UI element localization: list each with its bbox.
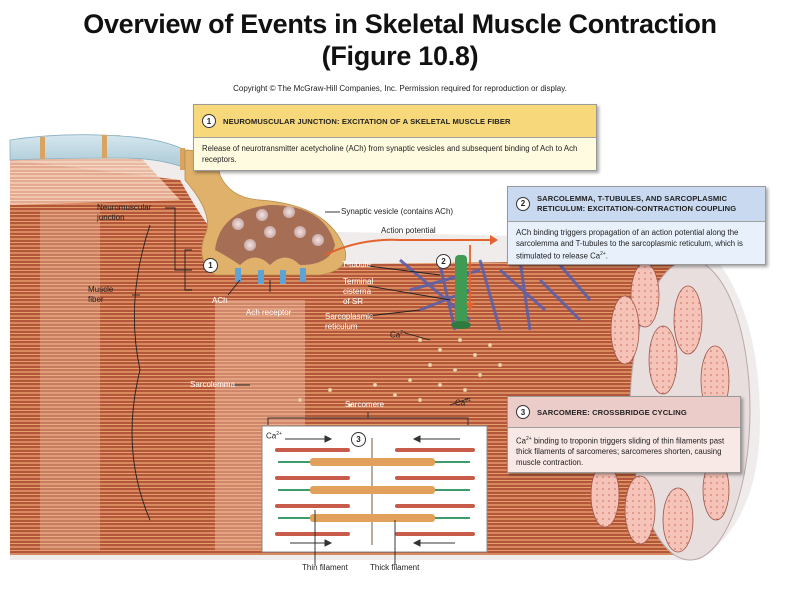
step-2-heading-line: RETICULUM: EXCITATION-CONTRACTION COUPLI…: [537, 204, 737, 213]
myofibril-end: [673, 285, 703, 355]
myofibril-end: [662, 487, 694, 553]
label-action-potential: Action potential: [381, 226, 436, 235]
step-1-number: 1: [202, 114, 216, 128]
t-tubule-network: [399, 258, 592, 331]
myofibril-end: [624, 475, 656, 545]
label-neuromuscular-junction: Neuromuscular junction: [97, 203, 151, 223]
step-3-header: 3 SARCOMERE: CROSSBRIDGE CYCLING: [508, 397, 740, 428]
step-1-callout: 1 NEUROMUSCULAR JUNCTION: EXCITATION OF …: [193, 104, 597, 171]
axon-terminal: [184, 149, 347, 276]
label-text: Ca: [455, 398, 466, 408]
step-marker-3: 3: [351, 432, 366, 447]
thick-filaments: [310, 458, 435, 522]
copyright-notice: Copyright © The McGraw-Hill Companies, I…: [233, 84, 567, 93]
label-text: reticulum: [325, 322, 358, 331]
terminal-cisterna: [455, 255, 467, 325]
calcium-ions: [297, 337, 503, 408]
superscript: 2+: [525, 436, 532, 442]
action-potential-arrowhead: [490, 235, 498, 245]
label-text: of SR: [343, 297, 364, 306]
superscript: 2+: [276, 431, 282, 437]
step-1-body: Release of neurotransmitter acetycholine…: [194, 138, 596, 170]
myofibril-end: [648, 325, 678, 395]
superscript: 2+: [600, 251, 606, 257]
body-text: .: [605, 251, 608, 261]
step-2-body: ACh binding triggers propagation of an a…: [508, 222, 765, 264]
label-t-tubule: T-tubule: [342, 260, 371, 269]
label-synaptic-vesicle: Synaptic vesicle (contains ACh): [341, 207, 454, 216]
step-1-heading: NEUROMUSCULAR JUNCTION: EXCITATION OF A …: [223, 116, 511, 126]
step-3-heading: SARCOMERE: CROSSBRIDGE CYCLING: [537, 407, 687, 417]
titin-filaments: [278, 461, 470, 519]
body-text: ACh binding triggers propagation of an a…: [516, 228, 743, 261]
label-text: Terminal: [343, 277, 374, 286]
step-1-header: 1 NEUROMUSCULAR JUNCTION: EXCITATION OF …: [194, 105, 596, 138]
leader-lines: [131, 207, 471, 565]
label-text: Ca: [266, 431, 277, 441]
label-calcium-release: Ca2+: [390, 328, 406, 341]
label-text: junction: [97, 213, 125, 222]
figure-number: (Figure 10.8): [321, 41, 479, 71]
sarcomere-bracket: [267, 412, 469, 425]
page-title: Overview of Events in Skeletal Muscle Co…: [83, 9, 717, 39]
label-terminal-cisterna: Terminal cisterna of SR: [343, 277, 373, 307]
label-ach: ACh: [212, 296, 228, 305]
label-muscle-fiber: Muscle fiber: [88, 285, 113, 305]
t-tubule-opening: [451, 321, 471, 329]
label-text: Muscle: [88, 285, 114, 294]
label-text: Sarcoplasmic: [325, 312, 374, 321]
label-text: fiber: [88, 295, 104, 304]
label-sarcolemma: Sarcolemma: [190, 380, 235, 389]
step-3-number: 3: [516, 405, 530, 419]
step-2-header: 2 SARCOLEMMA, T-TUBULES, AND SARCOPLASMI…: [508, 187, 765, 222]
sarcomere-inset: [261, 425, 488, 553]
step-3-callout: 3 SARCOMERE: CROSSBRIDGE CYCLING Ca2+ bi…: [507, 396, 741, 473]
label-ach-receptor: Ach receptor: [246, 308, 292, 317]
label-text: Neuromuscular: [97, 203, 152, 212]
label-thick-filament: Thick filament: [370, 563, 420, 572]
label-calcium-inset: Ca2+: [266, 429, 282, 442]
superscript: 2+: [465, 398, 471, 404]
label-sarcomere: Sarcomere: [345, 400, 385, 409]
myofibril-end: [610, 295, 640, 365]
thin-filaments: [275, 448, 475, 536]
step-marker-2: 2: [436, 254, 451, 269]
step-2-heading-line: SARCOLEMMA, T-TUBULES, AND SARCOPLASMIC: [537, 194, 728, 203]
sliding-arrows: [285, 435, 460, 547]
body-text: Ca: [516, 436, 526, 446]
body-text: binding to troponin triggers sliding of …: [516, 436, 725, 467]
step-2-callout: 2 SARCOLEMMA, T-TUBULES, AND SARCOPLASMI…: [507, 186, 766, 265]
label-text: Ca: [390, 330, 401, 340]
step-2-heading: SARCOLEMMA, T-TUBULES, AND SARCOPLASMIC …: [537, 194, 736, 214]
label-thin-filament: Thin filament: [302, 563, 348, 572]
label-text: cisterna: [343, 287, 372, 296]
light-band-2: [40, 210, 100, 550]
step-marker-1: 1: [203, 258, 218, 273]
step-3-body: Ca2+ binding to troponin triggers slidin…: [508, 428, 740, 472]
label-sarcoplasmic-reticulum: Sarcoplasmic reticulum: [325, 312, 373, 332]
label-calcium-sarcomere: Ca2+: [455, 396, 471, 409]
ach-receptors: [235, 268, 306, 284]
step-2-number: 2: [516, 197, 530, 211]
action-potential-arrow: [324, 238, 490, 256]
superscript: 2+: [400, 330, 406, 336]
